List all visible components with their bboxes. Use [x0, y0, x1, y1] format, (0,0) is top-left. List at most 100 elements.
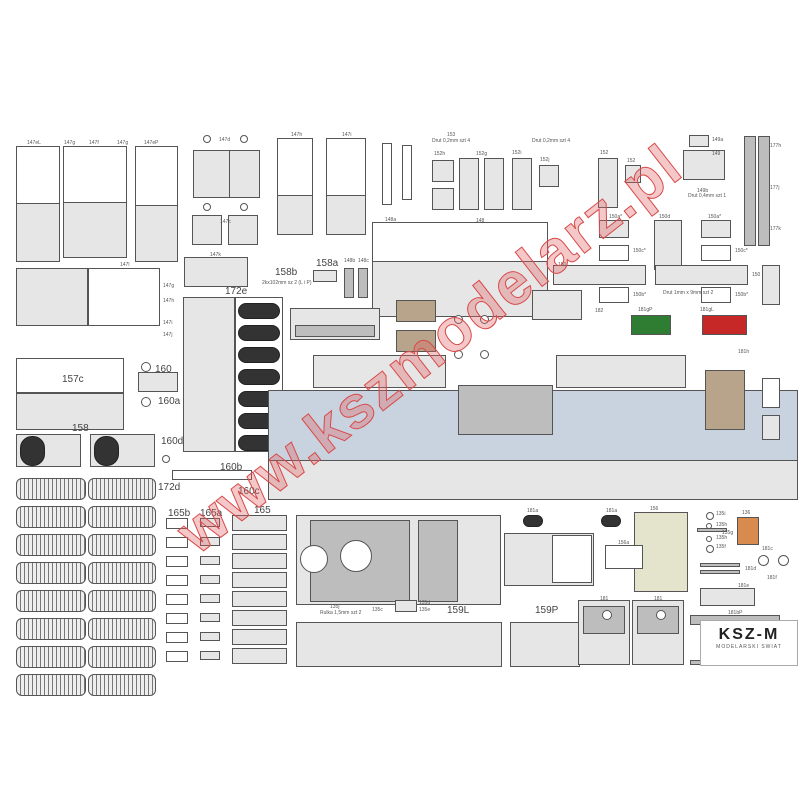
flag-red [702, 315, 747, 335]
panel-149a [689, 135, 709, 147]
part-piece [358, 268, 368, 298]
flag-green [631, 315, 671, 335]
part-label: 149b [697, 188, 709, 194]
panel-147k [184, 257, 248, 287]
part-piece [539, 165, 559, 187]
circle-part [141, 397, 151, 407]
panel-150c [599, 245, 629, 261]
circle-part [706, 512, 714, 520]
part-label: Rulka 1,5mm szt 2 [320, 610, 362, 616]
part-label: 147eP [144, 140, 159, 146]
circle-part [480, 315, 489, 324]
part-piece [700, 570, 740, 574]
part-piece [762, 378, 780, 408]
spring-part [16, 618, 86, 640]
part-label: 150 [558, 262, 567, 268]
panel-151 [762, 265, 780, 305]
part-piece [418, 520, 458, 602]
part-label: 156a [618, 540, 630, 546]
tread-part [238, 325, 280, 341]
part-label: 147g [64, 140, 76, 146]
part-label: 181c [762, 546, 773, 552]
circle-part [454, 315, 463, 324]
part-label: 181 [654, 596, 663, 602]
part-piece [228, 215, 258, 245]
panel-181e [700, 588, 755, 606]
part-piece [701, 245, 731, 261]
part-label: 177k [770, 226, 781, 232]
tread-part [238, 369, 280, 385]
part-label: 147h [163, 298, 175, 304]
part-label: 135f [716, 544, 726, 550]
spring-part [16, 478, 86, 500]
part-label: 181bP [728, 610, 743, 616]
part-label: 150b* [735, 292, 749, 298]
part-label: Drut 0,2mm szt 4 [432, 138, 471, 144]
part-label: 160d [161, 436, 184, 447]
part-label: 152h [434, 151, 446, 157]
part-label: 158b [275, 267, 298, 278]
part-label: 135e [419, 607, 431, 613]
panel-175a [396, 300, 436, 322]
circle-part [203, 203, 211, 211]
part-label: 147i [163, 320, 173, 326]
part-label: 148a [385, 217, 397, 223]
part-label: 172d [158, 482, 181, 493]
ladder [402, 145, 412, 200]
spring-part [88, 618, 156, 640]
part-piece [396, 330, 436, 352]
part-label: 150 [752, 272, 761, 278]
part-165a [200, 632, 220, 641]
part-piece [344, 268, 354, 298]
ladder [382, 143, 392, 205]
part-label: 152 [600, 150, 609, 156]
panel-159P [510, 622, 580, 667]
part-label: 181h [738, 349, 750, 355]
part-165 [232, 591, 287, 607]
part-label: 150a* [708, 214, 722, 220]
part-label: 152i [512, 150, 522, 156]
part-label: Drut 0,2mm szt 4 [532, 138, 571, 144]
part-label: 147j [163, 332, 173, 338]
part-165b [166, 518, 188, 529]
part-piece [598, 158, 618, 208]
part-piece [697, 528, 727, 532]
spring-part [16, 674, 86, 696]
part-piece [229, 150, 260, 198]
part-165b [166, 537, 188, 548]
part-165a [200, 518, 220, 527]
part-label: 135j [330, 604, 340, 610]
spring-part [16, 562, 86, 584]
panel-147d [193, 150, 231, 198]
part-label: 160a [158, 396, 181, 407]
part-piece [605, 545, 643, 569]
part-label: 157c [62, 374, 84, 385]
part-165 [232, 515, 287, 531]
part-165 [232, 648, 287, 664]
part-label: 160c [238, 486, 260, 497]
part-piece [88, 268, 160, 326]
tread-part [238, 303, 280, 319]
spring-part [16, 534, 86, 556]
part-label: 152 [627, 158, 636, 164]
panel-159L [296, 622, 502, 667]
panel-160 [138, 372, 178, 392]
part-label: 147g [163, 283, 175, 289]
part-piece [277, 195, 313, 235]
part-label: 149 [712, 151, 721, 157]
spring-part [16, 646, 86, 668]
spring-part [88, 506, 156, 528]
part-label: 147l [120, 262, 130, 268]
part-label: 181f [767, 575, 777, 581]
part-piece [16, 203, 60, 262]
part-label: 172e [225, 286, 248, 297]
part-piece [459, 158, 479, 210]
part-piece [701, 287, 731, 303]
panel-172e [183, 297, 235, 452]
part-piece [625, 165, 641, 183]
part-label: 165 [254, 505, 271, 516]
part-label: 159P [535, 605, 559, 616]
part-piece [94, 436, 119, 466]
part-piece [599, 287, 629, 303]
part-piece [601, 515, 621, 527]
